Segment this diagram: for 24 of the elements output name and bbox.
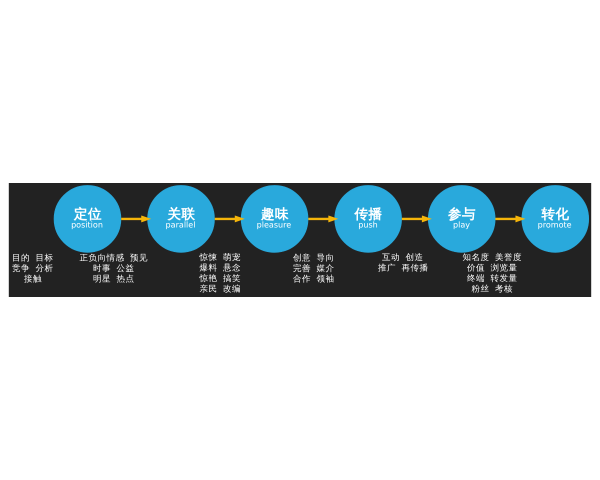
node-label: 目的 目标 [12, 253, 54, 264]
node-label: 合作 领袖 [292, 274, 334, 284]
node-label: 粉丝 考核 [471, 284, 513, 295]
node-label: 价值 浏览量 [466, 263, 518, 274]
node-label: 亲民 改编 [199, 284, 241, 295]
arrow [308, 215, 338, 222]
node-label: 竞争 分析 [12, 264, 54, 274]
node-label: 知名度 美誉度 [462, 252, 522, 263]
node-label: 惊悚 萌宠 [199, 252, 241, 263]
node-label: 爆料 悬念 [199, 263, 241, 274]
node-label: 正负向情感 预见 [80, 253, 148, 264]
node-label: 明星 热点 [92, 274, 134, 284]
node-label: 互动 创造 [382, 252, 424, 263]
node-label: 完善 媒介 [292, 264, 334, 274]
arrow [495, 215, 526, 222]
arrow [121, 215, 152, 222]
arrow [214, 215, 245, 222]
arrow [402, 215, 432, 222]
node-label: 时事 公益 [92, 264, 134, 274]
node-label: 创意 导向 [292, 253, 334, 264]
node-label: 惊艳 搞笑 [199, 274, 241, 284]
node-label: 接触 [24, 274, 42, 284]
node-label: 终端 转发量 [466, 274, 518, 284]
node-label: 推广 再传播 [378, 263, 428, 274]
